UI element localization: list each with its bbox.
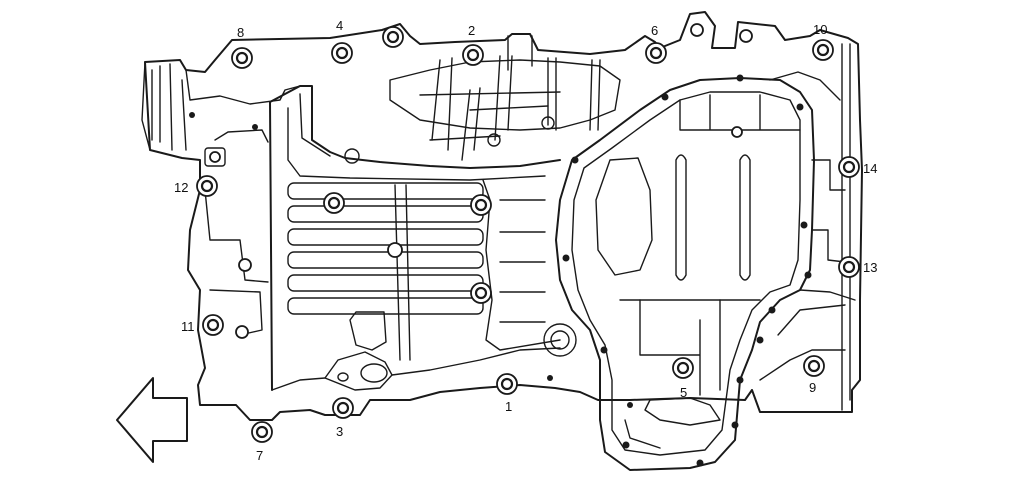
bolt-11 [202, 314, 224, 336]
front-arrow-icon [116, 377, 188, 463]
upper-struts [344, 35, 621, 164]
flange-dots [189, 74, 812, 467]
label-12: 12 [174, 180, 188, 195]
bolt-5 [672, 357, 694, 379]
bolt-9 [803, 355, 825, 377]
bolt-6 [645, 42, 667, 64]
bolt-8 [231, 47, 253, 69]
bolt-1 [496, 373, 518, 395]
bolt-2 [462, 44, 484, 66]
bolt-labels: 1 2 3 4 5 6 7 8 9 10 11 12 13 14 [174, 18, 877, 463]
label-9: 9 [809, 380, 816, 395]
bolt-10 [812, 39, 834, 61]
label-8: 8 [237, 25, 244, 40]
label-1: 1 [505, 399, 512, 414]
label-14: 14 [863, 161, 877, 176]
label-11: 11 [181, 319, 195, 334]
bolt-3 [332, 397, 354, 419]
label-5: 5 [680, 385, 687, 400]
oil-pan-housing [141, 11, 863, 421]
oil-sump [555, 43, 856, 471]
bolt-13 [838, 256, 860, 278]
label-4: 4 [336, 18, 343, 33]
label-6: 6 [651, 23, 658, 38]
label-10: 10 [813, 22, 827, 37]
label-7: 7 [256, 448, 263, 463]
label-2: 2 [468, 23, 475, 38]
bolt-14 [838, 156, 860, 178]
oil-pan-cavity [204, 85, 577, 391]
extra-holes [204, 23, 753, 339]
label-13: 13 [863, 260, 877, 275]
baffle-ribs [287, 182, 484, 361]
label-3: 3 [336, 424, 343, 439]
bolt-12 [196, 175, 218, 197]
bolts [196, 23, 860, 443]
bolt-4 [331, 42, 353, 64]
bolt-7 [251, 421, 273, 443]
